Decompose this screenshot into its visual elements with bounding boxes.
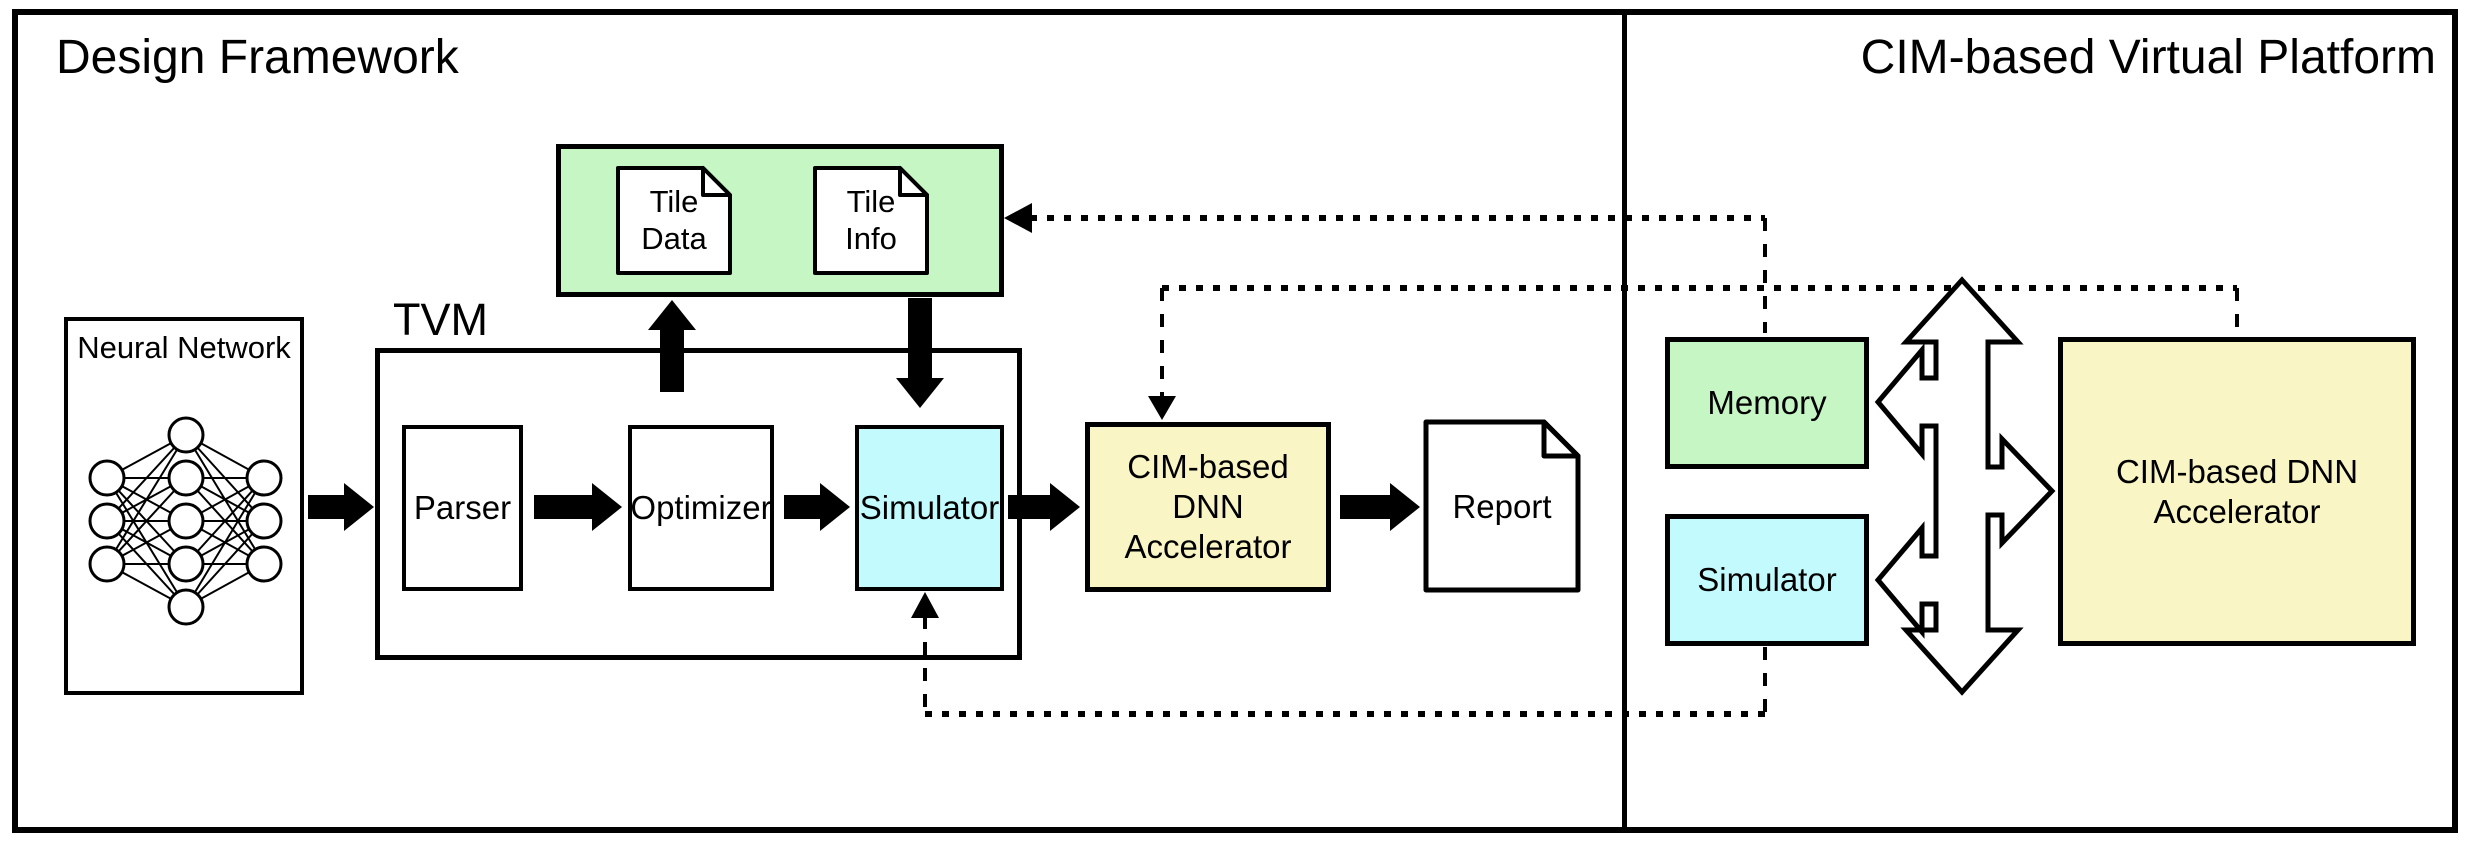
simulator-label: Simulator [859, 489, 1000, 526]
report-label: Report [1452, 487, 1552, 525]
tile-info-line2: Info [845, 221, 897, 256]
virtual-platform-title: CIM-based Virtual Platform [1860, 31, 2436, 84]
cim-accelerator-line3: Accelerator [1124, 528, 1292, 565]
parser-label: Parser [413, 489, 512, 526]
outer-frame [12, 9, 2458, 833]
neural-network-label: Neural Network [77, 330, 291, 365]
vp-accelerator-line1: CIM-based DNN [2115, 452, 2359, 490]
optimizer-label: Optimizer [630, 489, 772, 526]
panel-divider [1622, 9, 1627, 833]
tile-data-line1: Tile [649, 184, 699, 219]
tile-info-doc-label: Tile Info [815, 172, 927, 268]
cim-accelerator-box: CIM-based DNN Accelerator [1085, 422, 1331, 592]
vp-simulator-label: Simulator [1697, 561, 1837, 598]
design-framework-title: Design Framework [56, 31, 459, 84]
tile-info-line1: Tile [846, 184, 896, 219]
vp-accelerator-box: CIM-based DNN Accelerator [2058, 337, 2416, 646]
cim-accelerator-line1: CIM-based [1127, 448, 1289, 485]
vp-accelerator-line2: Accelerator [2153, 492, 2321, 530]
vp-simulator-box: Simulator [1665, 514, 1869, 646]
cim-accelerator-line2: DNN [1172, 488, 1244, 525]
memory-box: Memory [1665, 337, 1869, 469]
tvm-label: TVM [393, 294, 488, 345]
tile-data-doc-label: Tile Data [618, 172, 730, 268]
parser-box: Parser [402, 425, 523, 591]
tile-data-line2: Data [641, 221, 707, 256]
neural-network-box [64, 317, 304, 695]
simulator-box: Simulator [855, 425, 1004, 591]
memory-label: Memory [1707, 384, 1827, 421]
optimizer-box: Optimizer [628, 425, 774, 591]
